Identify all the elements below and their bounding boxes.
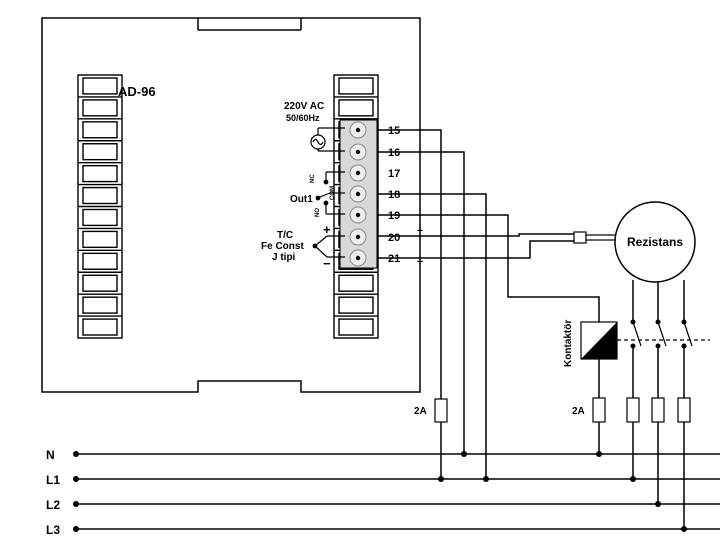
terminal-screw-dot bbox=[355, 212, 361, 218]
terminal-number: 21 bbox=[388, 253, 400, 265]
terminal-number: 19 bbox=[388, 210, 400, 222]
power-lines bbox=[76, 453, 720, 530]
strip-slot bbox=[338, 318, 374, 336]
thermocouple-probe bbox=[573, 231, 617, 244]
strip-slot bbox=[82, 121, 118, 139]
strip-slot bbox=[82, 143, 118, 161]
ac-supply-symbol bbox=[310, 127, 345, 152]
thermocouple-symbol bbox=[312, 235, 345, 258]
strip-slot bbox=[82, 252, 118, 270]
relay-com-label: COM bbox=[330, 186, 336, 200]
contact-terminals bbox=[630, 319, 687, 349]
strip-slot bbox=[338, 99, 374, 117]
strip-slot bbox=[82, 186, 118, 205]
contactor-contacts bbox=[617, 321, 710, 347]
strip-slot bbox=[82, 208, 118, 227]
strip-slot bbox=[82, 77, 118, 95]
terminal-number: 20 bbox=[388, 232, 400, 244]
control-fuse-label: 2A bbox=[414, 406, 427, 417]
terminal-screw-dot bbox=[355, 127, 361, 133]
strip-slot bbox=[82, 99, 118, 117]
power-line-terminals bbox=[73, 451, 79, 532]
strip-slot bbox=[82, 318, 118, 336]
line-label-l2: L2 bbox=[46, 498, 60, 512]
strip-slot bbox=[82, 230, 118, 249]
terminal-number: 18 bbox=[388, 189, 400, 201]
relay-nc-label: NC bbox=[310, 174, 316, 183]
terminal-screws bbox=[349, 121, 367, 267]
tc-plus-sign: + bbox=[323, 222, 331, 237]
contactor-fuse-label: 2A bbox=[572, 406, 585, 417]
strip-slot bbox=[82, 296, 118, 314]
heater-circle bbox=[614, 201, 696, 283]
device-model-label: AD-96 bbox=[118, 84, 156, 99]
supply-voltage-label: 220V AC bbox=[284, 101, 324, 112]
heater-label: Rezistans bbox=[627, 235, 683, 249]
junction-dots bbox=[438, 451, 687, 532]
terminal-number: 17 bbox=[388, 168, 400, 180]
terminal-screw-dot bbox=[355, 149, 361, 155]
supply-frequency-label: 50/60Hz bbox=[286, 113, 320, 123]
strip-slot bbox=[82, 164, 118, 183]
terminal-screw-dot bbox=[355, 255, 361, 261]
probe-minus-sign: − bbox=[417, 256, 423, 268]
fuses bbox=[434, 397, 691, 423]
strip-slot bbox=[82, 274, 118, 292]
contactor-label: Kontaktör bbox=[563, 320, 574, 367]
terminal-numbers: 15 16 17 18 19 20 21 bbox=[388, 125, 400, 265]
terminal-number: 16 bbox=[388, 147, 400, 159]
strip-slot bbox=[338, 296, 374, 314]
terminal-screw-dot bbox=[355, 234, 361, 240]
strip-slot bbox=[338, 274, 374, 292]
strip-slot bbox=[338, 77, 374, 95]
tc-minus-sign: − bbox=[323, 256, 331, 271]
contactor-coil bbox=[580, 321, 618, 360]
relay-output-symbol bbox=[315, 171, 345, 215]
tc-standard-label: J tipi bbox=[272, 252, 296, 263]
relay-no-label: NO bbox=[315, 208, 321, 217]
tc-type-label: T/C bbox=[277, 230, 293, 241]
terminal-screw-dot bbox=[355, 170, 361, 176]
line-label-l3: L3 bbox=[46, 523, 60, 537]
tc-material-label: Fe Const bbox=[261, 241, 304, 252]
left-connector-strip bbox=[77, 74, 123, 339]
line-label-l1: L1 bbox=[46, 473, 60, 487]
device-housing bbox=[41, 17, 421, 393]
terminal-screw-dot bbox=[355, 191, 361, 197]
line-label-n: N bbox=[46, 448, 55, 462]
probe-plus-sign: + bbox=[417, 226, 423, 237]
wiring bbox=[377, 129, 685, 529]
relay-output-label: Out1 bbox=[290, 194, 313, 205]
terminal-number: 15 bbox=[388, 125, 400, 137]
